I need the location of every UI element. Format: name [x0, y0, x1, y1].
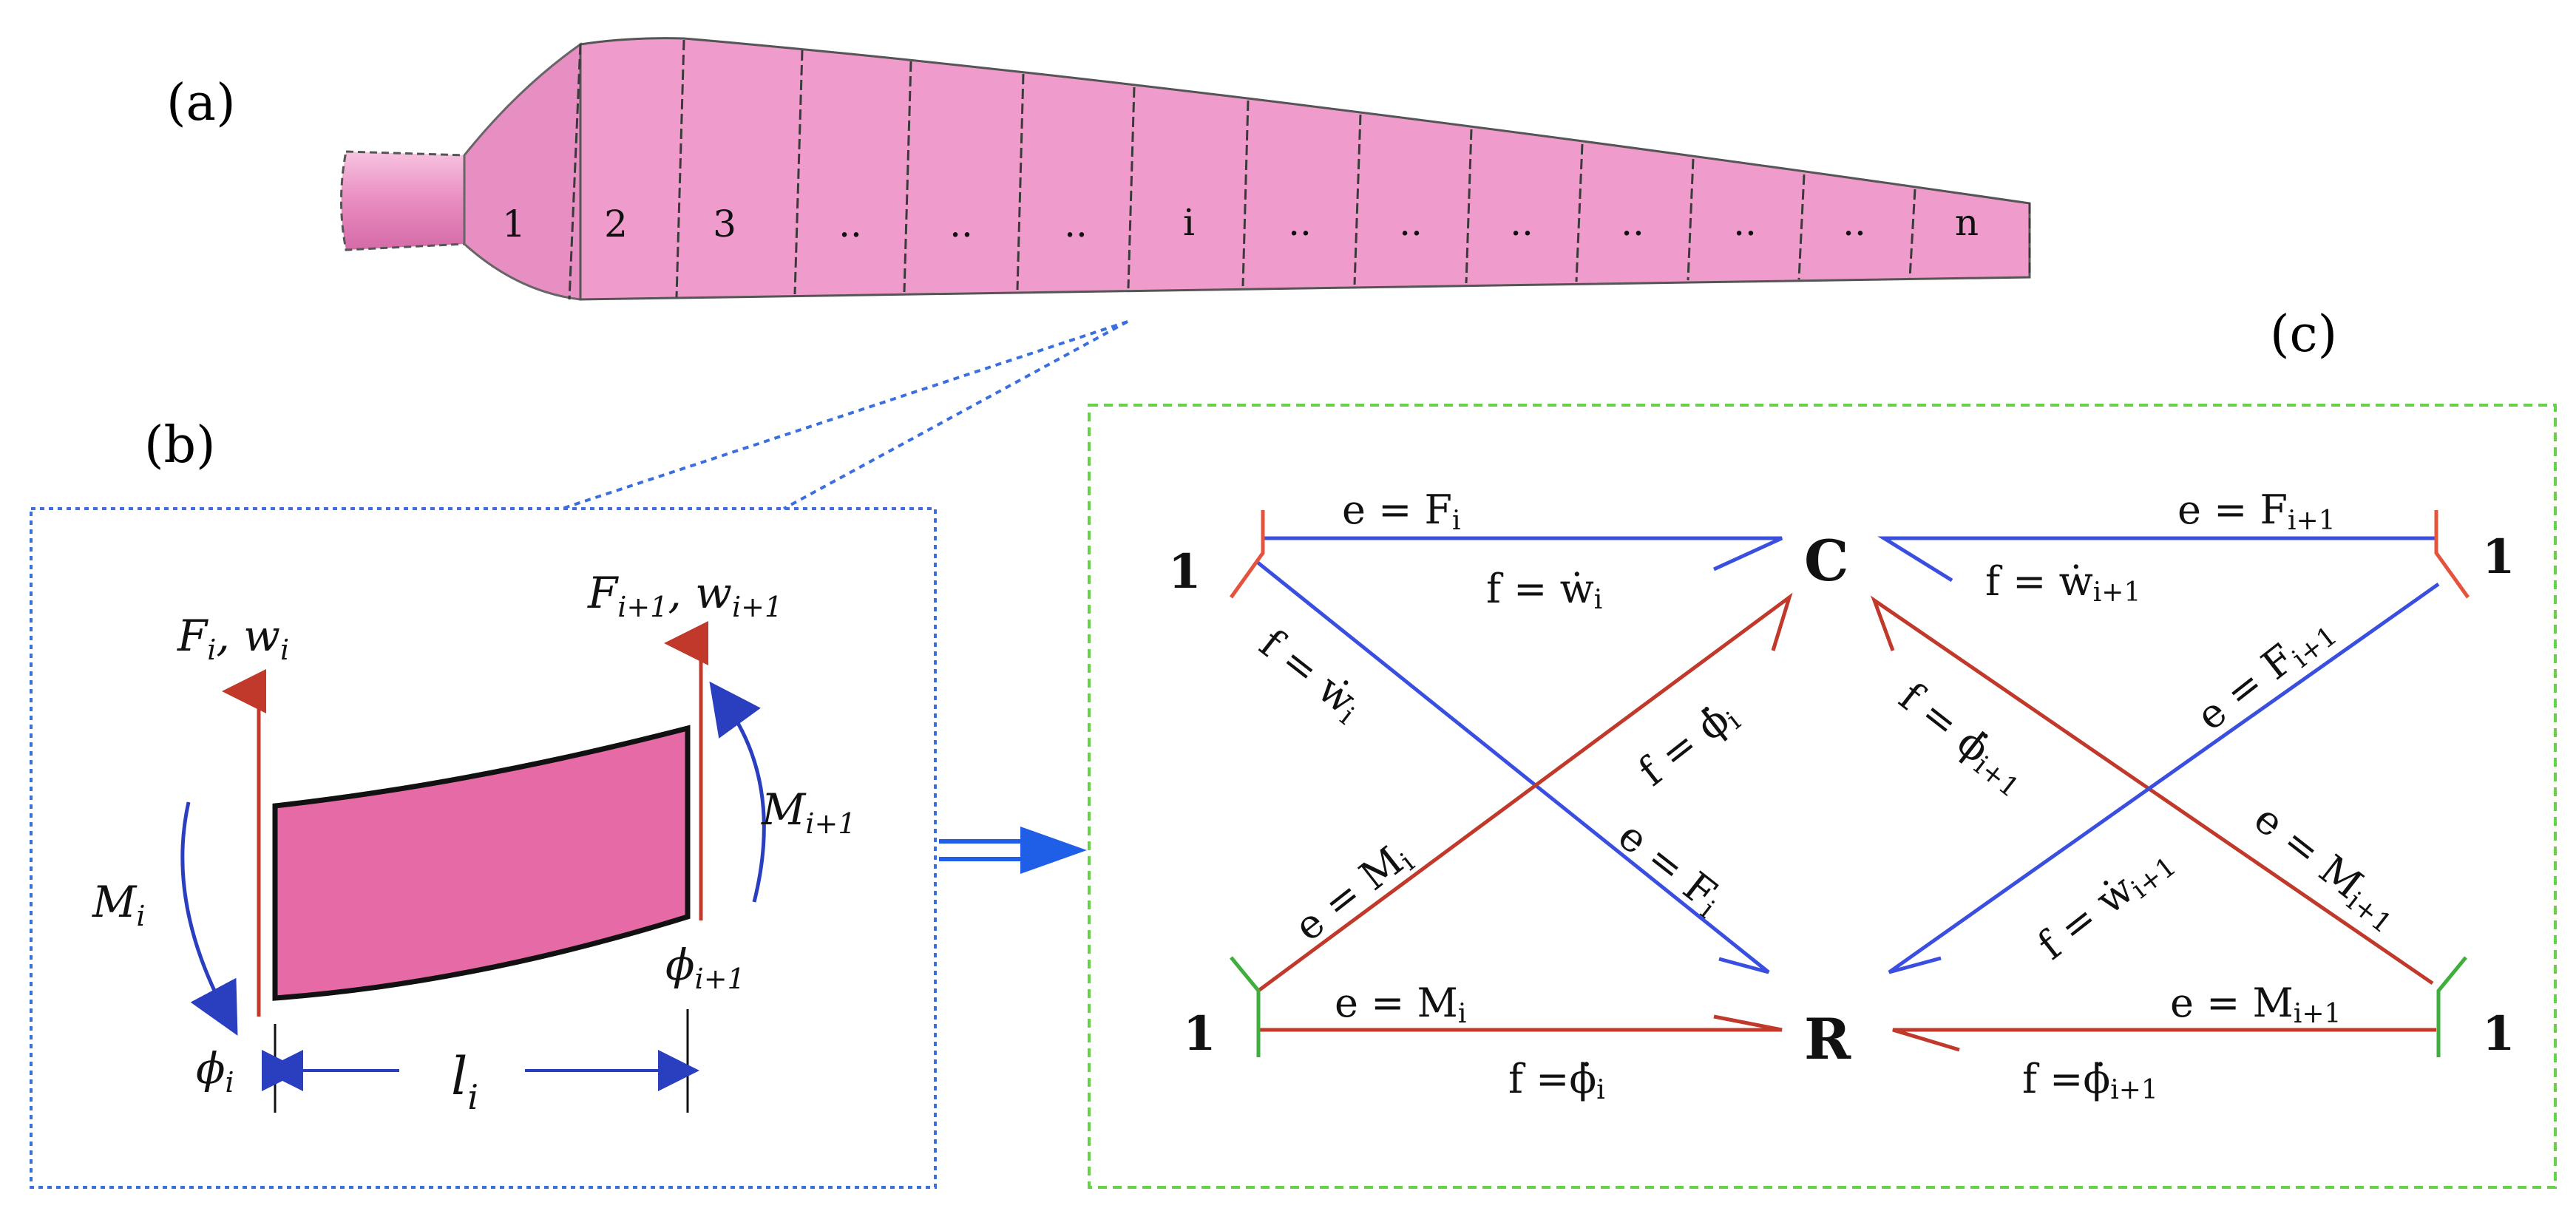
- label-diag3-e: e = Mi+1: [2244, 796, 2410, 940]
- node-one-bottom-left: 1: [1183, 1006, 1216, 1062]
- segment-label: ..: [1733, 201, 1757, 244]
- beam-plate: [272, 725, 691, 1001]
- segment-label: 3: [713, 203, 736, 245]
- causal-stroke-bl: [1230, 956, 1261, 1057]
- node-one-top-right: 1: [2482, 529, 2515, 585]
- label-top-right-f: f = ẇi+1: [1985, 558, 2141, 608]
- bond-bottom-left: [1257, 1014, 1783, 1032]
- label-bottom-right-e: e = Mi+1: [2170, 980, 2341, 1029]
- zoom-lines: [561, 320, 1128, 510]
- panel-b-box: [30, 507, 937, 1189]
- moment-left-arc: [180, 801, 238, 1036]
- transform-arrow: [939, 827, 1087, 874]
- moment-right-label: Mi+1: [761, 784, 856, 840]
- bond-graph: C R 1 1 1 1: [1168, 486, 2515, 1105]
- node-one-bottom-right: 1: [2482, 1006, 2515, 1062]
- segment-label: i: [1183, 201, 1195, 244]
- segment-label: n: [1955, 201, 1979, 244]
- segment-label: ..: [1621, 201, 1644, 244]
- node-one-top-left: 1: [1168, 544, 1201, 600]
- causal-stroke-tl: [1229, 510, 1265, 599]
- blade-body: [579, 37, 2031, 301]
- label-top-left-f: f = ẇi: [1486, 566, 1602, 615]
- node-r: R: [1804, 1006, 1851, 1072]
- length-label: li: [451, 1046, 478, 1117]
- segment-label: ..: [1510, 201, 1533, 244]
- segment-label: ..: [1843, 201, 1866, 244]
- blade: 1 2 3 .. .. .. i .. .. .. .. .. .. n: [340, 37, 2031, 301]
- bond-diag-2: [1257, 592, 1793, 993]
- segment-label: ..: [949, 203, 973, 245]
- label-top-right-e: e = Fi+1: [2177, 486, 2336, 536]
- label-top-left-e: e = Fi: [1342, 486, 1461, 536]
- label-diag1-e: e = Fi: [1608, 813, 1732, 925]
- blade-hub: [340, 150, 466, 251]
- bond-top-right: [1877, 536, 2436, 583]
- rotation-right-label: ϕi+1: [665, 940, 745, 995]
- label-diag3-f: f = ϕ̇i+1: [1889, 674, 2037, 804]
- node-c: C: [1804, 528, 1849, 594]
- bonds: [1229, 510, 2470, 1057]
- panel-label-a: (a): [166, 74, 236, 132]
- segment-label: ..: [1288, 201, 1312, 244]
- force-left-label: Fi, wi: [177, 611, 289, 666]
- segment-label: 1: [502, 203, 526, 245]
- bond-top-left: [1263, 536, 1783, 571]
- label-diag4-e: e = Fi+1: [2188, 606, 2343, 742]
- rotation-left-label: ϕi: [196, 1043, 234, 1099]
- panel-label-b: (b): [144, 416, 216, 475]
- label-diag2-e: e = Mi: [1286, 832, 1420, 953]
- moment-left-label: Mi: [92, 877, 146, 932]
- segment-label: ..: [1399, 201, 1423, 244]
- label-bottom-left-f: f =ϕ̇i: [1508, 1056, 1605, 1105]
- beam-element: Fi, wi Fi+1, wi+1 Mi Mi+1 ϕi ϕi+1 li: [92, 568, 856, 1117]
- blade-transition: [463, 42, 582, 301]
- blade-segment-labels: 1 2 3 .. .. .. i .. .. .. .. .. .. n: [502, 201, 1979, 245]
- segment-label: ..: [1064, 203, 1088, 245]
- causal-stroke-tr: [2434, 510, 2470, 599]
- label-bottom-right-f: f =ϕ̇i+1: [2022, 1056, 2158, 1105]
- segment-label: ..: [838, 203, 862, 245]
- panel-label-c: (c): [2270, 305, 2337, 364]
- blade-dividers: [568, 39, 2031, 300]
- bond-diag-4: [1888, 582, 2440, 974]
- panel-c-box: [1088, 404, 2557, 1189]
- bond-bottom-right: [1892, 1028, 2436, 1052]
- bond-diag-1: [1255, 560, 1770, 974]
- moment-right-arc: [709, 681, 766, 903]
- label-bottom-left-e: e = Mi: [1335, 980, 1466, 1029]
- segment-label: 2: [604, 203, 628, 245]
- label-diag2-f: f = ϕ̇i: [1630, 691, 1746, 798]
- causal-stroke-br: [2436, 956, 2467, 1057]
- bond-diag-3: [1870, 595, 2434, 986]
- force-right-label: Fi+1, wi+1: [587, 568, 782, 623]
